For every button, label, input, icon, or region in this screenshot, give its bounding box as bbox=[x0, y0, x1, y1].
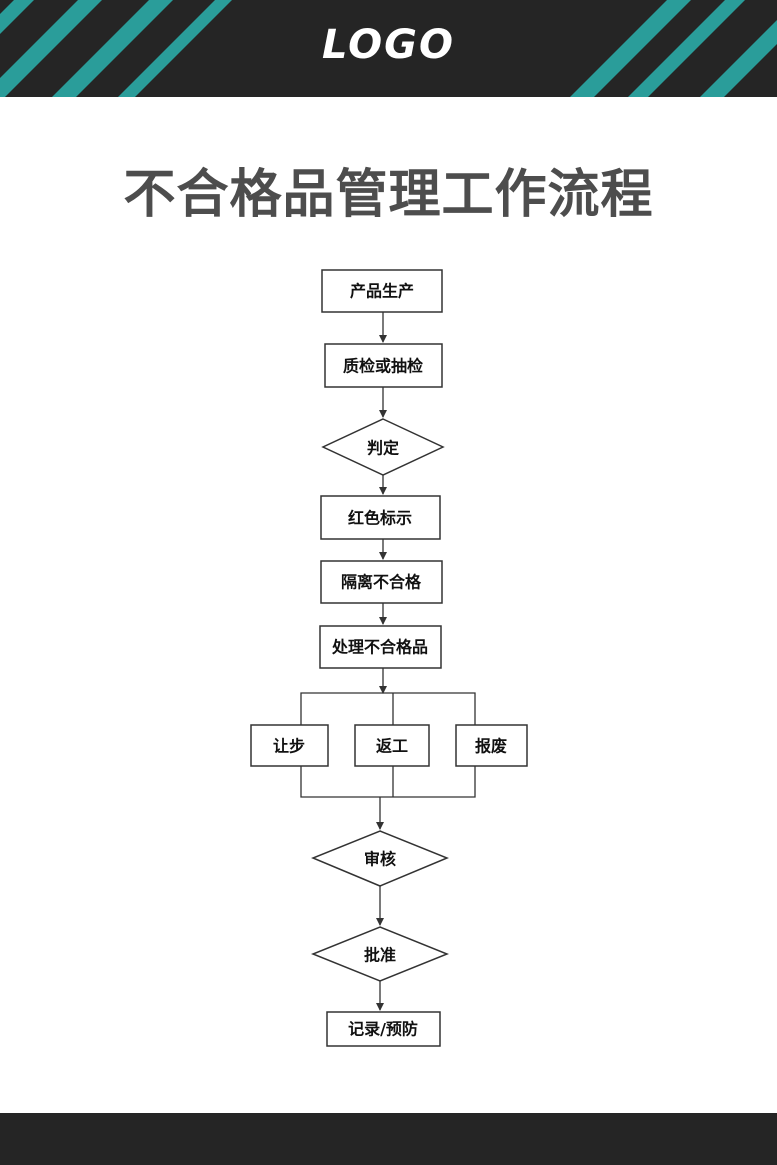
node-product-production bbox=[321, 269, 443, 313]
label-review: 审核 bbox=[364, 850, 396, 869]
label-quality-inspection: 质检或抽检 bbox=[343, 357, 423, 376]
label-scrap: 报废 bbox=[475, 737, 507, 756]
node-scrap bbox=[455, 724, 528, 767]
label-product-production: 产品生产 bbox=[350, 282, 414, 301]
label-handle-nonconforming: 处理不合格品 bbox=[331, 638, 428, 657]
label-rework: 返工 bbox=[376, 737, 408, 756]
branch-split-line bbox=[300, 692, 476, 725]
label-isolate-nonconforming: 隔离不合格 bbox=[341, 573, 422, 592]
branch-merge-line bbox=[300, 766, 476, 798]
header-stripes bbox=[0, 0, 777, 97]
label-red-marking: 红色标示 bbox=[348, 509, 412, 528]
node-concession bbox=[250, 724, 329, 767]
node-isolate-nonconforming bbox=[320, 560, 443, 604]
label-concession: 让步 bbox=[273, 737, 305, 756]
footer-bar bbox=[0, 1113, 777, 1165]
page-title: 不合格品管理工作流程 bbox=[123, 165, 654, 225]
logo: LOGO bbox=[322, 22, 455, 68]
label-approval: 批准 bbox=[364, 946, 396, 965]
node-handle-nonconforming bbox=[319, 625, 442, 669]
header-banner: LOGO bbox=[0, 0, 777, 97]
label-record-prevention: 记录/预防 bbox=[348, 1020, 418, 1039]
node-approval bbox=[310, 926, 450, 982]
node-review bbox=[311, 830, 449, 887]
node-quality-inspection bbox=[324, 343, 443, 388]
node-judgement bbox=[321, 418, 445, 476]
label-judgement: 判定 bbox=[367, 439, 399, 458]
node-record-prevention bbox=[326, 1011, 441, 1047]
node-rework bbox=[354, 724, 430, 767]
node-red-marking bbox=[320, 495, 441, 540]
